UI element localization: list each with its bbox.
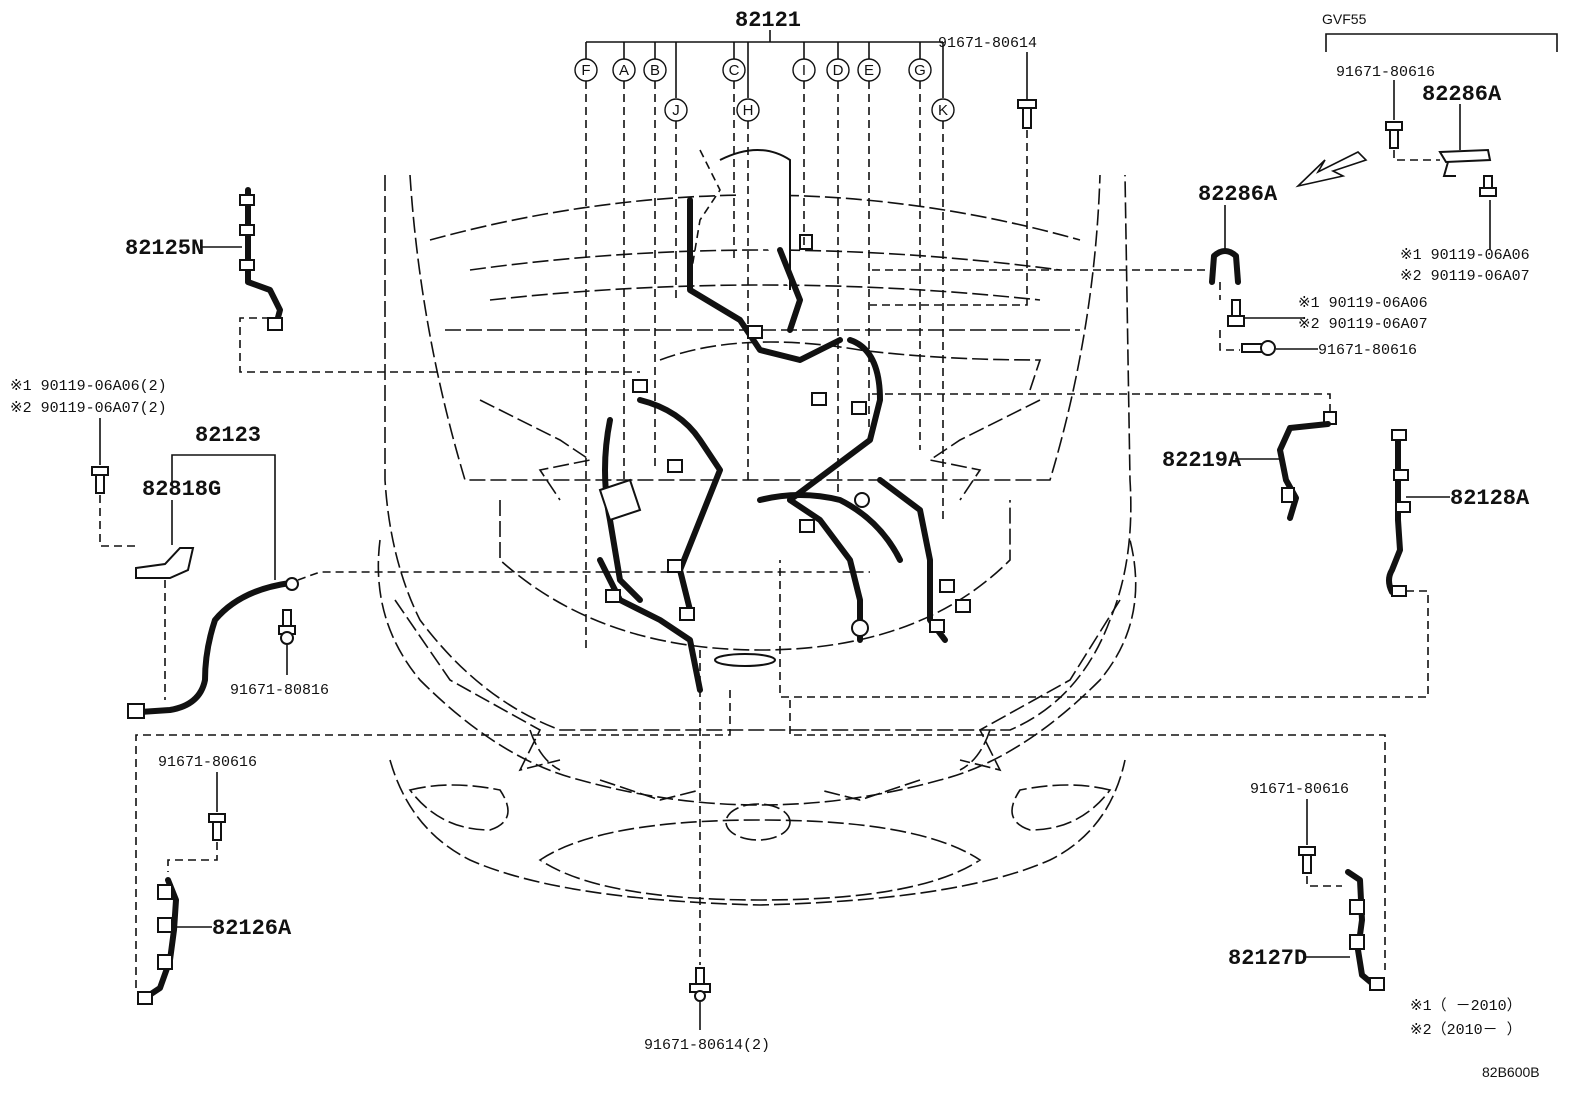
bolt-icon [1385,121,1403,149]
svg-text:91671-80616: 91671-80616 [1336,64,1435,81]
bolt-icon [1298,846,1316,874]
svg-text:82125N: 82125N [125,236,204,261]
svg-text:82286A: 82286A [1422,82,1502,107]
svg-text:A: A [619,62,629,79]
bolt-91671-80614-top: 91671-80614 [870,35,1037,306]
callout-A: A [612,58,636,82]
svg-text:F: F [581,62,590,79]
svg-text:※2 90119-06A07: ※2 90119-06A07 [1400,268,1530,285]
part-82219A: 82219A [870,393,1337,521]
bolt-icon [1479,175,1497,197]
svg-text:J: J [672,102,680,119]
svg-text:91671-80816: 91671-80816 [230,682,329,699]
callout-B: B [643,58,667,82]
bolt-icon [1227,299,1245,327]
direction-arrow-icon [1295,151,1368,188]
svg-text:82126A: 82126A [212,916,292,941]
svg-text:G: G [914,62,926,79]
callout-D: D [826,58,850,82]
bolt-icon [278,609,296,645]
callout-C: C [722,58,746,82]
part-number-82121: 82121 [735,8,801,33]
bolt-91671-80614-bottom: 91671-80614(2) [644,650,770,1054]
callout-F: F [574,58,598,82]
svg-text:82123: 82123 [195,423,261,448]
svg-text:※1 90119-06A06: ※1 90119-06A06 [1298,295,1428,312]
part-82126A: 91671-80616 82126A [135,690,731,1005]
callout-K: K [931,98,955,122]
svg-text:※1 90119-06A06: ※1 90119-06A06 [1400,247,1530,264]
svg-text:D: D [833,62,844,79]
svg-text:C: C [729,62,740,79]
gvf55-block: GVF55 91671-80616 82286A ※1 90119-06A06 … [1295,11,1558,285]
bolt-icon [689,967,711,1002]
footnotes: ※1（ －2010） ※2（2010－ ） 82B600B [1410,997,1540,1080]
svg-text:91671-80616: 91671-80616 [1318,342,1417,359]
main-harness-82121-drawing [597,149,971,693]
callout-J: J [664,98,688,122]
svg-text:91671-80616: 91671-80616 [158,754,257,771]
svg-text:B: B [650,62,660,79]
svg-text:※2 90119-06A07(2): ※2 90119-06A07(2) [10,400,167,417]
diagram-code: 82B600B [1482,1064,1540,1080]
svg-text:82286A: 82286A [1198,182,1278,207]
main-harness-callout: 82121 F A B J C H I D E G K [574,8,955,650]
part-82123-group: ※1 90119-06A06(2) ※2 90119-06A07(2) 8212… [10,378,870,719]
callout-I: I [792,58,816,82]
bolt-icon [1017,99,1037,129]
callout-H: H [736,98,760,122]
svg-text:※2 90119-06A07: ※2 90119-06A07 [1298,316,1428,333]
svg-text:K: K [938,102,948,119]
part-82127D: 91671-80616 82127D [789,700,1386,991]
part-82128A: 82128A [779,429,1530,698]
svg-text:I: I [802,62,806,79]
vehicle-outline [377,174,1137,906]
svg-text:82128A: 82128A [1450,486,1530,511]
svg-text:※1 90119-06A06(2): ※1 90119-06A06(2) [10,378,167,395]
part-82125N: 82125N [125,187,640,373]
svg-text:82127D: 82127D [1228,946,1307,971]
callout-G: G [908,58,932,82]
svg-text:91671-80614(2): 91671-80614(2) [644,1037,770,1054]
footnote-2: ※2（2010－ ） [1410,1021,1522,1039]
svg-text:E: E [864,62,874,79]
part-82286A-lower: 82286A ※1 90119-06A06 ※2 90119-06A07 916… [870,182,1428,359]
callout-E: E [857,58,881,82]
bolt-icon [1241,340,1276,356]
bolt-icon [208,813,226,841]
svg-text:91671-80614: 91671-80614 [938,35,1037,52]
svg-text:91671-80616: 91671-80616 [1250,781,1349,798]
svg-text:82219A: 82219A [1162,448,1242,473]
bolt-icon [91,466,109,494]
gvf55-label: GVF55 [1322,11,1367,27]
svg-text:H: H [743,102,754,119]
svg-text:82818G: 82818G [142,477,221,502]
footnote-1: ※1（ －2010） [1410,997,1522,1015]
